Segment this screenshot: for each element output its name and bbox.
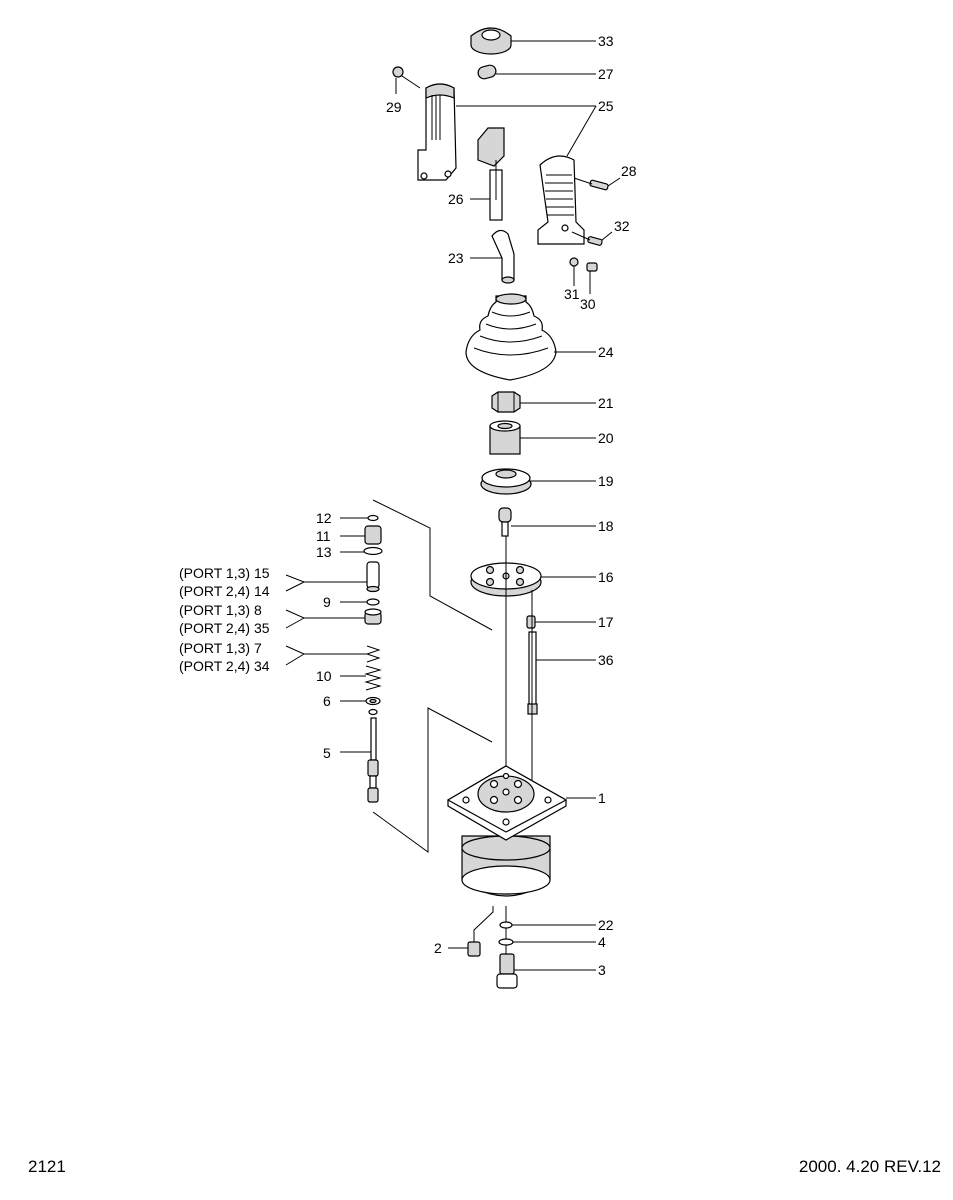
part-8-35-spring-seat xyxy=(364,608,382,625)
part-7-34-spring xyxy=(365,645,381,663)
part-30-screw xyxy=(586,262,598,272)
callout-31: 31 xyxy=(564,286,580,302)
callout-20: 20 xyxy=(598,430,614,446)
part-20-collar xyxy=(489,420,521,455)
callout-29: 29 xyxy=(386,99,402,115)
part-4-oring xyxy=(498,938,514,946)
part-25-grip-left xyxy=(417,83,457,181)
callout-3: 3 xyxy=(598,962,606,978)
part-10-spring xyxy=(364,665,382,691)
part-24-boot xyxy=(465,293,557,381)
callout-19: 19 xyxy=(598,473,614,489)
part-1-casing xyxy=(446,765,568,897)
callout-11: 11 xyxy=(316,528,331,544)
part-12-ring xyxy=(367,514,379,522)
callout-2: 2 xyxy=(434,940,442,956)
callout-18: 18 xyxy=(598,518,614,534)
port-label-8: (PORT 1,3) 8 xyxy=(179,602,262,618)
callout-12: 12 xyxy=(316,510,332,526)
part-19-plate xyxy=(480,468,532,495)
revision-date: 2000. 4.20 REV.12 xyxy=(798,1157,941,1176)
callout-1: 1 xyxy=(598,790,606,806)
part-27-plug xyxy=(477,64,497,80)
callout-10: 10 xyxy=(316,668,332,684)
port-label-7: (PORT 1,3) 7 xyxy=(179,640,262,656)
callout-36: 36 xyxy=(598,652,614,668)
part-21-hex-nut xyxy=(491,391,521,413)
callout-33: 33 xyxy=(598,33,614,49)
part-31-washer xyxy=(569,257,579,267)
port-label-15: (PORT 1,3) 15 xyxy=(179,565,270,581)
part-26-switch xyxy=(477,127,505,221)
callout-30: 30 xyxy=(580,296,596,312)
callout-24: 24 xyxy=(598,344,614,360)
part-6-washer xyxy=(365,696,381,706)
part-32-screw xyxy=(587,236,603,246)
callout-26: 26 xyxy=(448,191,464,207)
callout-32: 32 xyxy=(614,218,630,234)
callout-17: 17 xyxy=(598,614,614,630)
part-25-grip-right xyxy=(537,155,585,245)
part-23-lever xyxy=(491,229,515,284)
part-2-plug xyxy=(467,941,481,957)
part-18-joint xyxy=(498,507,512,537)
part-33-cap xyxy=(470,27,512,55)
part-28-screw xyxy=(589,179,609,191)
port-label-14: (PORT 2,4) 14 xyxy=(179,583,270,599)
callout-22: 22 xyxy=(598,917,614,933)
callout-5: 5 xyxy=(323,745,331,761)
part-15-14-spool xyxy=(366,561,380,593)
part-11-plug xyxy=(364,525,382,545)
callout-16: 16 xyxy=(598,569,614,585)
callout-21: 21 xyxy=(598,395,614,411)
page-number: 2121 xyxy=(28,1157,66,1176)
part-22-oring xyxy=(499,921,513,929)
callout-6: 6 xyxy=(323,693,331,709)
part-9-ring xyxy=(366,598,380,606)
port-label-34: (PORT 2,4) 34 xyxy=(179,658,270,674)
part-29-nut xyxy=(392,66,404,78)
part-13-oring xyxy=(363,546,383,556)
port-label-35: (PORT 2,4) 35 xyxy=(179,620,270,636)
part-3-fitting xyxy=(496,953,518,989)
callout-27: 27 xyxy=(598,66,614,82)
part-5-push-rod xyxy=(367,708,379,803)
callout-23: 23 xyxy=(448,250,464,266)
part-17-plug xyxy=(526,615,536,629)
callout-9: 9 xyxy=(323,594,331,610)
callout-25: 25 xyxy=(598,98,614,114)
callout-13: 13 xyxy=(316,544,332,560)
callout-28: 28 xyxy=(621,163,637,179)
callout-4: 4 xyxy=(598,934,606,950)
